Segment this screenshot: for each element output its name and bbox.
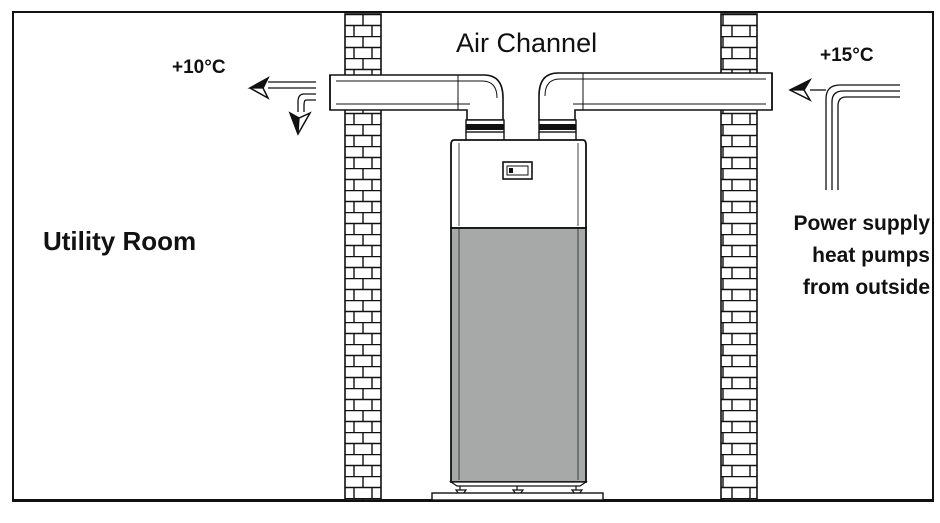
note-line-2: heat pumps bbox=[812, 244, 930, 267]
right-air-duct bbox=[538, 72, 773, 121]
power-supply-note: Power supply heat pumps from outside bbox=[730, 208, 930, 304]
air-channel-label: Air Channel bbox=[456, 28, 598, 58]
control-panel-icon bbox=[502, 161, 533, 180]
note-line-1: Power supply bbox=[793, 212, 930, 235]
left-air-duct bbox=[329, 74, 504, 121]
left-flow-arrow-icon bbox=[247, 76, 316, 136]
right-flow-arrow-icon bbox=[788, 78, 900, 190]
utility-room-label: Utility Room bbox=[43, 226, 197, 256]
intake-temperature-label: +15°C bbox=[820, 45, 874, 66]
right-coupling-band bbox=[539, 124, 576, 130]
heat-pump-tank bbox=[449, 227, 588, 487]
exhaust-temperature-label: +10°C bbox=[172, 57, 226, 78]
note-line-3: from outside bbox=[802, 276, 930, 299]
unit-base-plate bbox=[431, 492, 604, 501]
heat-pump-head bbox=[450, 139, 587, 229]
left-coupling-band bbox=[466, 124, 504, 130]
